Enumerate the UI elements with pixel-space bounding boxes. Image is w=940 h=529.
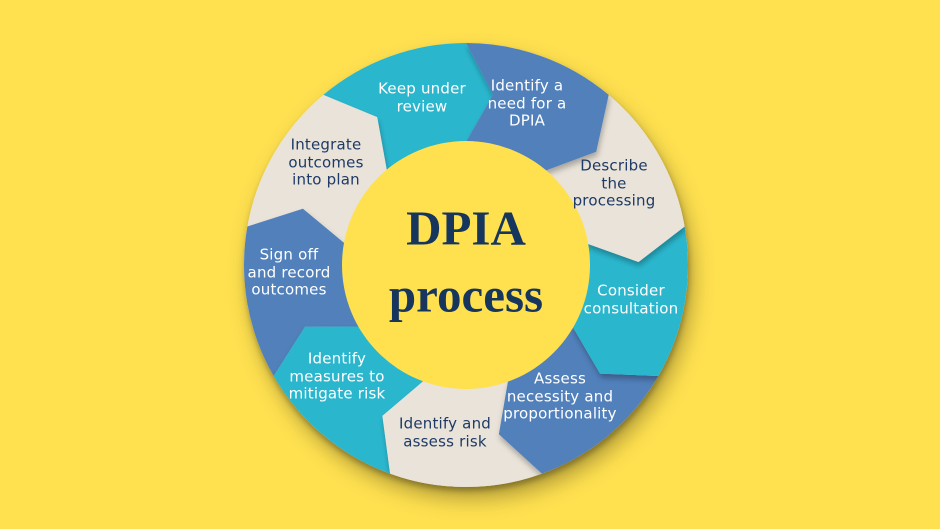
segment-keep-under-review <box>323 42 493 171</box>
segment-label-consider-consultation: Consider consultation <box>583 281 679 317</box>
segment-label-integrate-outcomes: Integrate outcomes into plan <box>288 135 364 189</box>
segment-integrate-outcomes <box>247 94 387 244</box>
segment-identify-need <box>466 42 609 171</box>
segment-identify-assess-risk <box>382 380 542 487</box>
diagram-title: DPIA process <box>388 200 544 322</box>
segment-describe-processing <box>545 94 685 263</box>
segment-assess-necessity <box>498 326 659 474</box>
center-circle <box>342 141 590 389</box>
segment-label-sign-off: Sign off and record outcomes <box>247 245 331 299</box>
segment-sign-off <box>244 208 360 376</box>
segment-label-identify-measures: Identify measures to mitigate risk <box>288 349 386 403</box>
segment-label-identify-need: Identify a need for a DPIA <box>487 76 567 130</box>
segment-label-keep-under-review: Keep under review <box>378 79 466 115</box>
segment-label-assess-necessity: Assess necessity and proportionality <box>503 369 617 423</box>
segment-label-identify-assess-risk: Identify and assess risk <box>398 414 492 450</box>
segment-label-describe-processing: Describe the processing <box>572 156 656 210</box>
segment-consider-consultation <box>572 226 688 376</box>
segment-identify-measures <box>273 326 424 474</box>
